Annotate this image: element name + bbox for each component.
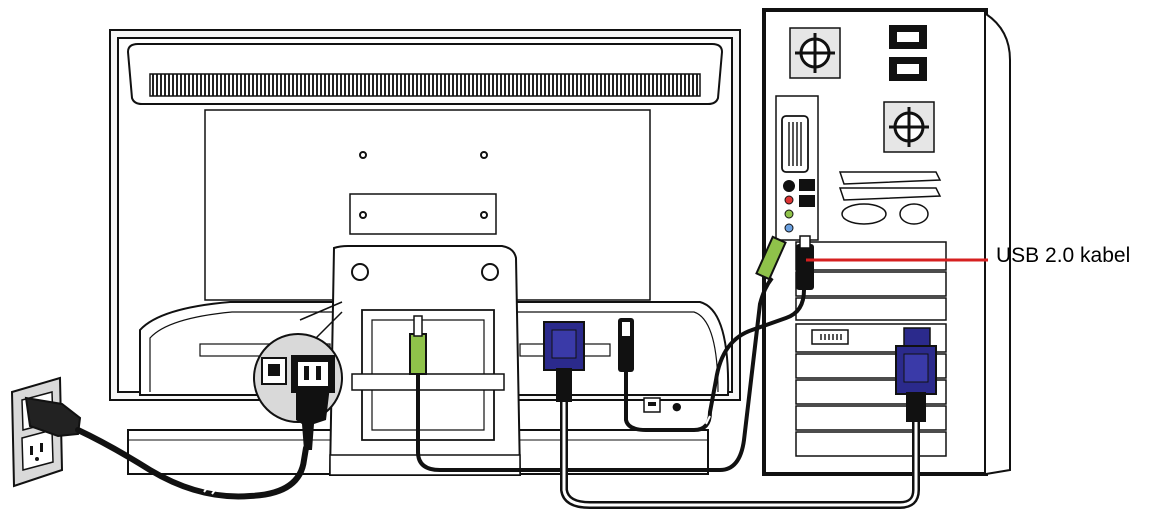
audio-cable bbox=[409, 235, 787, 472]
svg-text:●: ● bbox=[672, 400, 682, 413]
power-socket-inset bbox=[253, 301, 343, 450]
power-cable bbox=[75, 427, 309, 500]
vga-cable bbox=[543, 321, 937, 509]
wall-outlet bbox=[10, 376, 82, 488]
usb-cable-label: USB 2.0 kabel bbox=[996, 244, 1131, 267]
usb-cable bbox=[618, 235, 814, 432]
monitor-stand bbox=[328, 245, 522, 476]
